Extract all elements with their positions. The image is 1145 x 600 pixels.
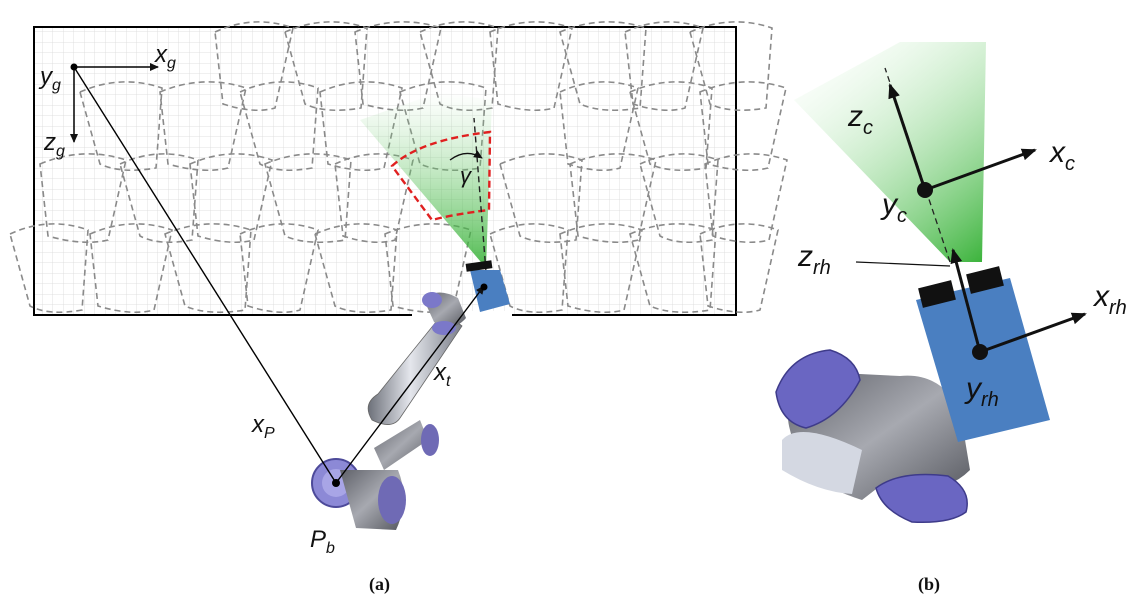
xP-label: xP — [251, 411, 275, 442]
xt-label: xt — [433, 359, 451, 390]
caption-b: (b) — [918, 574, 940, 595]
footprint-tile — [569, 153, 657, 244]
tool-dot — [480, 283, 488, 291]
sensor-head-b — [916, 278, 1050, 442]
zrh-leader — [855, 261, 951, 267]
yc-origin — [917, 182, 933, 198]
robot-elbow-cap — [421, 424, 439, 456]
xt-vector — [335, 285, 485, 484]
footprint-tile — [239, 223, 319, 314]
grid-frame: xg yg zg — [38, 41, 176, 160]
robot-wrist-b — [775, 266, 1050, 524]
camera-frame: zc xc yc — [847, 83, 1075, 227]
robot-arm-a — [311, 260, 510, 530]
xg-label: xg — [154, 41, 176, 72]
gamma-arc — [449, 150, 483, 161]
camera-fov-cone — [360, 92, 492, 268]
rh-frame: zrh xrh yrh — [797, 240, 1127, 411]
active-footprint — [390, 130, 492, 222]
footprint-tile — [699, 223, 779, 314]
panel-b: zc xc yc zrh xrh yrh (b) — [775, 42, 1127, 595]
yrh-label: yrh — [964, 372, 999, 411]
panel-a: γ xg yg zg xP — [9, 21, 788, 595]
gamma-label: γ — [460, 163, 473, 188]
Pb-label: Pb — [310, 526, 335, 557]
footprint-tile — [189, 153, 273, 244]
footprint-tile — [699, 81, 787, 172]
sensor-lens-a — [465, 260, 493, 272]
zc-arrow — [888, 83, 927, 191]
Pb-dot — [332, 479, 340, 487]
footprint-tile — [639, 153, 719, 244]
sensor-head-a — [470, 270, 510, 312]
zc-label: zc — [847, 100, 873, 139]
xc-label: xc — [1048, 136, 1075, 175]
zrh-label: zrh — [797, 240, 831, 279]
footprint-tile — [689, 21, 773, 112]
sensor-lens-b-right — [966, 266, 1004, 294]
xc-arrow — [924, 148, 1037, 192]
yg-label: yg — [38, 63, 61, 94]
footprint-tile — [39, 153, 127, 244]
footprint-tile — [704, 153, 788, 244]
sensor-lens-b-left — [918, 280, 956, 308]
grid-map — [34, 27, 736, 315]
sensor-footprints — [9, 21, 788, 314]
camera-fov-cone-b — [794, 42, 986, 262]
xrh-arrow — [979, 312, 1087, 354]
xP-vector — [73, 66, 337, 484]
yc-label: yc — [880, 188, 907, 227]
footprint-tile — [119, 153, 199, 244]
zg-label: zg — [43, 129, 65, 160]
optical-axis-a — [473, 117, 487, 273]
wrist-joint-cap2-b — [875, 473, 968, 524]
wrist-housing-b — [782, 432, 862, 494]
footprint-tile — [214, 21, 294, 112]
footprint-tile — [319, 81, 403, 172]
zrh-arrow — [950, 248, 982, 353]
footprint-tile — [159, 81, 247, 172]
caption-a: (a) — [369, 574, 390, 595]
robot-lower-link — [374, 420, 428, 470]
footprint-tile — [79, 81, 163, 172]
xrh-label: xrh — [1092, 280, 1127, 319]
yrh-origin — [972, 344, 988, 360]
grid-border — [33, 26, 737, 316]
footprint-tile — [559, 81, 639, 172]
robot-wrist-joint-1 — [422, 292, 442, 308]
footprint-tile — [9, 223, 89, 314]
footprint-tile — [489, 223, 569, 314]
wrist-joint-cap-b — [775, 349, 861, 429]
footprint-tile — [624, 21, 704, 112]
footprint-tile — [384, 223, 472, 314]
footprint-tile — [354, 21, 442, 112]
robot-shoulder-joint — [378, 476, 406, 524]
footprint-tile — [89, 223, 173, 314]
